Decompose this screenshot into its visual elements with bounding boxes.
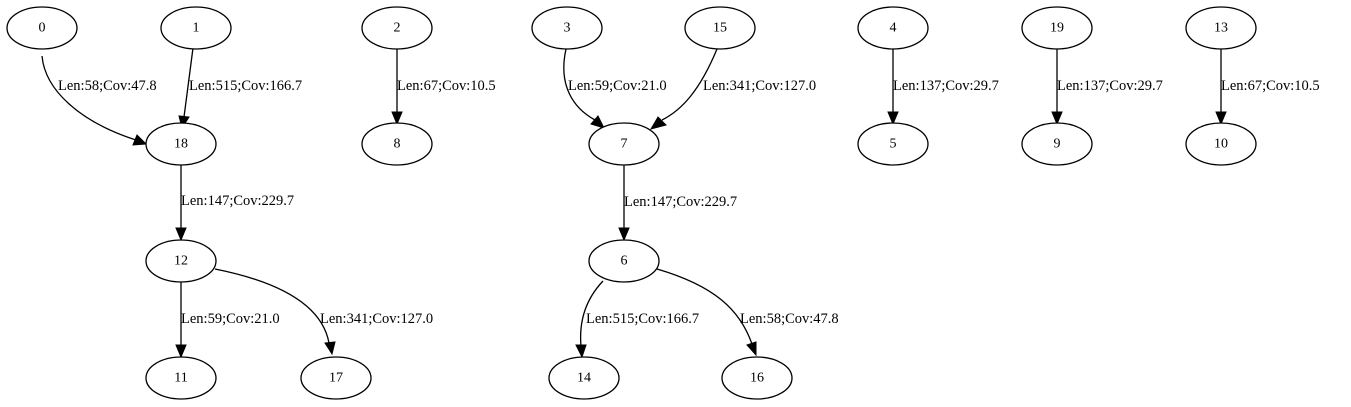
node-1-label: 1 bbox=[193, 21, 200, 36]
edge-label-1-18: Len:515;Cov:166.7 bbox=[189, 78, 302, 94]
node-5: 5 bbox=[857, 122, 929, 166]
edge-0-18: Len:58;Cov:47.8 bbox=[41, 55, 157, 146]
edge-label-19-9: Len:137;Cov:29.7 bbox=[1057, 78, 1163, 94]
node-19-label: 19 bbox=[1050, 21, 1064, 36]
node-11: 11 bbox=[145, 356, 217, 400]
edge-label-0-18: Len:58;Cov:47.8 bbox=[58, 78, 157, 94]
edge-3-7: Len:59;Cov:21.0 bbox=[563, 48, 667, 129]
edge-label-12-17: Len:341;Cov:127.0 bbox=[320, 311, 433, 327]
node-16-label: 16 bbox=[750, 371, 764, 386]
node-13: 13 bbox=[1185, 6, 1257, 50]
edge-label-2-8: Len:67;Cov:10.5 bbox=[397, 78, 496, 94]
node-0: 0 bbox=[6, 6, 78, 50]
edge-label-6-16: Len:58;Cov:47.8 bbox=[740, 311, 839, 327]
node-16: 16 bbox=[721, 356, 793, 400]
edge-1-18: Len:515;Cov:166.7 bbox=[178, 47, 302, 130]
edge-6-16: Len:58;Cov:47.8 bbox=[656, 268, 839, 357]
edge-4-5: Len:137;Cov:29.7 bbox=[887, 48, 999, 126]
node-17-label: 17 bbox=[329, 371, 343, 386]
edge-12-17: Len:341;Cov:127.0 bbox=[214, 268, 433, 356]
node-8: 8 bbox=[361, 122, 433, 166]
node-14-label: 14 bbox=[577, 371, 591, 386]
node-6-label: 6 bbox=[621, 254, 628, 269]
node-10: 10 bbox=[1185, 122, 1257, 166]
node-12-label: 12 bbox=[174, 254, 188, 269]
node-13-label: 13 bbox=[1214, 21, 1228, 36]
edge-18-12: Len:147;Cov:229.7 bbox=[175, 165, 294, 242]
node-14: 14 bbox=[548, 356, 620, 400]
edge-2-8: Len:67;Cov:10.5 bbox=[391, 48, 496, 126]
node-18: 18 bbox=[145, 122, 217, 166]
node-7: 7 bbox=[588, 122, 660, 166]
node-10-label: 10 bbox=[1214, 137, 1228, 152]
node-7-label: 7 bbox=[621, 137, 628, 152]
edge-label-18-12: Len:147;Cov:229.7 bbox=[181, 193, 294, 209]
node-3: 3 bbox=[531, 6, 603, 50]
edge-19-9: Len:137;Cov:29.7 bbox=[1051, 48, 1163, 126]
node-5-label: 5 bbox=[890, 137, 897, 152]
node-2-label: 2 bbox=[394, 21, 401, 36]
edge-label-15-7: Len:341;Cov:127.0 bbox=[703, 78, 816, 94]
edge-label-3-7: Len:59;Cov:21.0 bbox=[568, 78, 667, 94]
edge-6-14: Len:515;Cov:166.7 bbox=[575, 280, 699, 359]
node-19: 19 bbox=[1021, 6, 1093, 50]
edge-12-11: Len:59;Cov:21.0 bbox=[175, 282, 280, 359]
node-2: 2 bbox=[361, 6, 433, 50]
node-0-label: 0 bbox=[39, 21, 46, 36]
edge-label-4-5: Len:137;Cov:29.7 bbox=[893, 78, 999, 94]
node-9: 9 bbox=[1021, 122, 1093, 166]
node-4: 4 bbox=[857, 6, 929, 50]
edge-7-6: Len:147;Cov:229.7 bbox=[618, 165, 737, 242]
edge-label-12-11: Len:59;Cov:21.0 bbox=[181, 311, 280, 327]
edge-label-13-10: Len:67;Cov:10.5 bbox=[1221, 78, 1320, 94]
node-6: 6 bbox=[588, 239, 660, 283]
node-17: 17 bbox=[300, 356, 372, 400]
edge-label-6-14: Len:515;Cov:166.7 bbox=[586, 311, 699, 327]
node-15: 15 bbox=[684, 6, 756, 50]
node-18-label: 18 bbox=[174, 137, 188, 152]
node-12: 12 bbox=[145, 239, 217, 283]
node-15-label: 15 bbox=[713, 21, 727, 36]
node-11-label: 11 bbox=[174, 371, 187, 386]
node-4-label: 4 bbox=[890, 21, 897, 36]
node-3-label: 3 bbox=[564, 21, 571, 36]
node-8-label: 8 bbox=[394, 137, 401, 152]
edge-15-7: Len:341;Cov:127.0 bbox=[649, 48, 816, 130]
node-1: 1 bbox=[160, 6, 232, 50]
edge-label-7-6: Len:147;Cov:229.7 bbox=[624, 194, 737, 210]
node-9-label: 9 bbox=[1054, 137, 1061, 152]
edge-13-10: Len:67;Cov:10.5 bbox=[1215, 48, 1320, 126]
